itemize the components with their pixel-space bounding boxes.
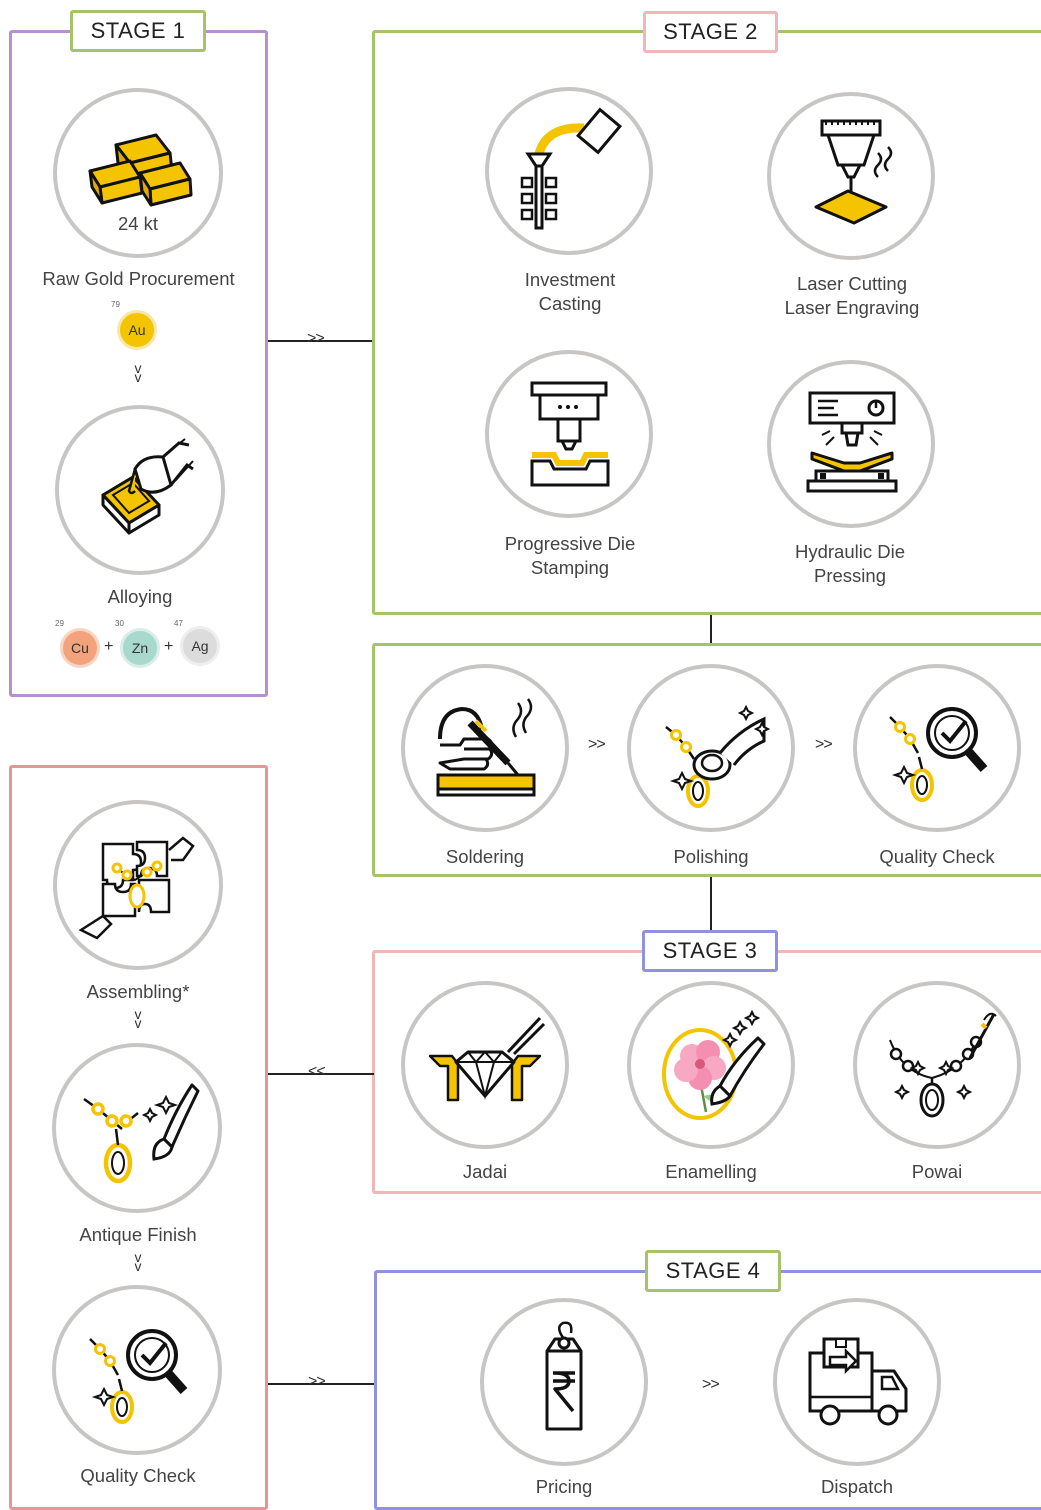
soldering-label: Soldering <box>445 846 525 867</box>
stamping-press-icon <box>530 381 610 487</box>
plus-sign: + <box>104 638 114 655</box>
finishing-frame <box>372 643 1041 877</box>
forward-arrow: >> <box>815 736 833 753</box>
ag-element-badge: Ag <box>180 626 220 666</box>
cu-element-badge: Cu <box>60 628 100 668</box>
cu-symbol: Cu <box>71 640 89 656</box>
back-arrow: << <box>308 1063 326 1080</box>
polishing-circle <box>627 664 795 832</box>
soldering-circle <box>401 664 569 832</box>
stage2-frame <box>372 30 1041 615</box>
alloying-label: Alloying <box>107 586 173 607</box>
investment-casting-label-line2: Casting <box>538 293 602 314</box>
forward-arrow: >> <box>308 1373 326 1390</box>
connector-assembly-to-stage4 <box>268 1383 376 1385</box>
polishing-icon <box>665 704 771 808</box>
raw-gold-procurement-label: Raw Gold Procurement <box>42 268 235 289</box>
crucible-pour-icon <box>101 438 194 535</box>
antique-finish-circle <box>52 1043 222 1213</box>
plus-sign: + <box>164 638 174 655</box>
au-element-badge: Au <box>117 310 157 350</box>
powai-label: Powai <box>911 1161 963 1182</box>
enamelling-circle <box>627 981 795 1149</box>
connector-stage3-to-assembly <box>268 1073 374 1075</box>
dispatch-label: Dispatch <box>821 1476 893 1497</box>
final-quality-check-icon <box>89 1329 188 1424</box>
stage2-label: STAGE 2 <box>643 11 778 53</box>
laser-machine-icon <box>814 119 893 225</box>
puzzle-assembly-icon <box>78 836 195 940</box>
laser-label-line2: Laser Engraving <box>784 297 920 318</box>
assembling-label: Assembling* <box>86 981 190 1002</box>
price-tag-rupee-icon <box>545 1321 583 1431</box>
laser-label-line1: Laser Cutting <box>796 273 908 294</box>
connector-finishing-to-stage3 <box>710 877 712 933</box>
hydraulic-die-circle <box>767 360 935 528</box>
forward-arrow: >> <box>307 330 325 347</box>
delivery-truck-icon <box>808 1337 908 1426</box>
pricing-label: Pricing <box>535 1476 593 1497</box>
powai-necklace-icon <box>889 1012 997 1118</box>
jadai-circle <box>401 981 569 1149</box>
antique-finish-label: Antique Finish <box>79 1224 197 1245</box>
final-quality-check-circle <box>52 1285 222 1455</box>
ag-symbol: Ag <box>191 638 209 654</box>
zn-atomic-number: 30 <box>115 619 124 628</box>
soldering-icon <box>436 698 536 797</box>
forward-arrow: >> <box>702 1376 720 1393</box>
jadai-label: Jadai <box>462 1161 508 1182</box>
dispatch-circle <box>773 1298 941 1466</box>
au-atomic-number: 79 <box>111 300 120 309</box>
hydraulic-die-label-line1: Hydraulic Die <box>794 541 905 562</box>
quality-check-icon <box>889 707 988 802</box>
assembling-circle <box>53 800 223 970</box>
enamelling-label: Enamelling <box>665 1161 757 1182</box>
gold-bars-icon <box>88 133 193 207</box>
quality-check-label: Quality Check <box>879 846 995 867</box>
forward-arrow: >> <box>588 736 606 753</box>
jadai-diamond-icon <box>428 1016 546 1102</box>
hydraulic-press-icon <box>806 391 898 493</box>
progressive-die-circle <box>485 350 653 518</box>
connector-stage2-to-finishing <box>710 615 712 645</box>
stage4-label: STAGE 4 <box>645 1250 781 1292</box>
investment-casting-circle <box>485 87 653 255</box>
progressive-die-label-line1: Progressive Die <box>504 533 636 554</box>
stage1-label: STAGE 1 <box>70 10 206 52</box>
polishing-label: Polishing <box>673 846 749 867</box>
progressive-die-label-line2: Stamping <box>530 557 610 578</box>
gold-bars-circle <box>53 88 223 258</box>
hydraulic-die-label-line2: Pressing <box>814 565 886 586</box>
enamelling-flower-icon <box>662 1009 766 1120</box>
karat-label: 24 kt <box>117 213 159 234</box>
zn-symbol: Zn <box>131 640 149 656</box>
ag-atomic-number: 47 <box>174 619 183 628</box>
stage3-label: STAGE 3 <box>642 930 778 972</box>
laser-circle <box>767 92 935 260</box>
cu-atomic-number: 29 <box>55 619 64 628</box>
final-quality-check-label: Quality Check <box>80 1465 196 1486</box>
casting-pour-icon <box>520 107 622 230</box>
powai-circle <box>853 981 1021 1149</box>
investment-casting-label-line1: Investment <box>524 269 616 290</box>
antique-finish-icon <box>83 1083 200 1184</box>
connector-stage1-to-stage2 <box>268 340 374 342</box>
quality-check-circle <box>853 664 1021 832</box>
pricing-circle <box>480 1298 648 1466</box>
zn-element-badge: Zn <box>120 628 160 668</box>
au-symbol: Au <box>128 322 146 338</box>
alloying-circle <box>55 405 225 575</box>
